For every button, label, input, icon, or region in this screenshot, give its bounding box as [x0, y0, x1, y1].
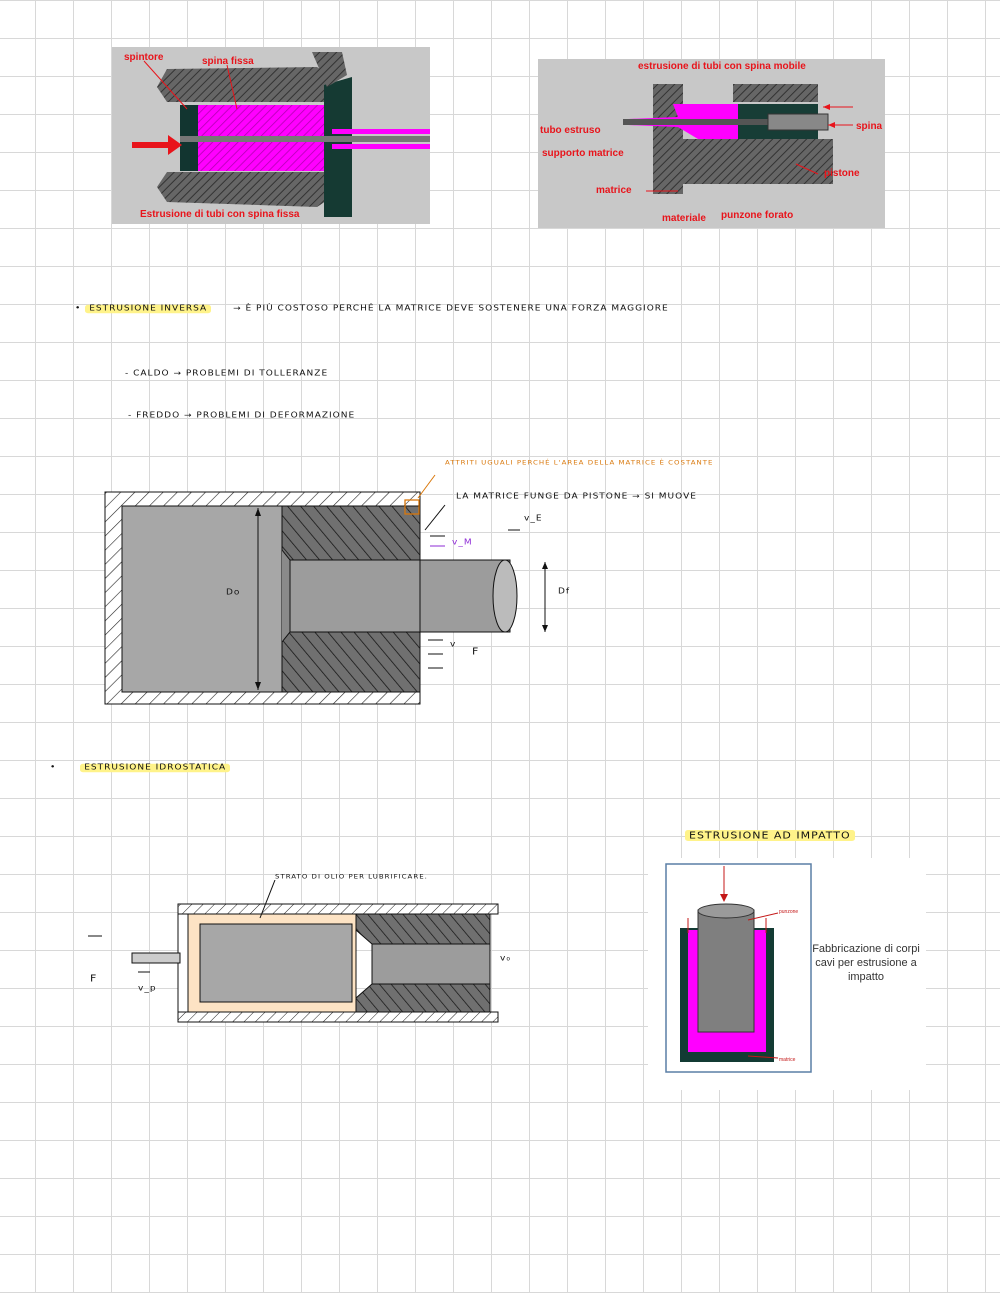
- idrostatica-title: ESTRUSIONE IDROSTATICA: [80, 763, 231, 773]
- label-f: F: [472, 645, 480, 658]
- label-ve: v_E: [524, 514, 543, 524]
- label-vp: v_p: [138, 984, 157, 994]
- label-pistone: pistone: [824, 168, 860, 179]
- note-idrostatica: • ESTRUSIONE IDROSTATICA: [50, 763, 231, 773]
- label-df: Df: [558, 587, 571, 597]
- figure-estrusione-impatto: punzone matrice Fabbricazione di corpi c…: [648, 858, 926, 1090]
- note-matrice-pistone: LA MATRICE FUNGE DA PISTONE → SI MUOVE: [456, 492, 697, 502]
- fig1-caption: Estrusione di tubi con spina fissa: [140, 209, 300, 220]
- label-do: Do: [226, 588, 241, 598]
- figure-estrusione-inversa: Do Df v_M v_E v F: [100, 470, 660, 710]
- note-olio: STRATO DI OLIO PER LUBRIFICARE.: [275, 873, 428, 881]
- label-vo: v₀: [500, 954, 511, 964]
- fig2-title: estrusione di tubi con spina mobile: [638, 61, 806, 72]
- inversa-title: ESTRUSIONE INVERSA: [85, 304, 212, 314]
- label-matrice-impatto: matrice: [779, 1057, 796, 1063]
- impatto-caption: Fabbricazione di corpi cavi per estrusio…: [812, 943, 920, 983]
- label-v: v: [450, 640, 457, 650]
- label-spintore: spintore: [124, 52, 164, 63]
- inversa-text: → È PIÙ COSTOSO PERCHÉ LA MATRICE DEVE S…: [233, 304, 669, 314]
- figure-spina-fissa: spintore spina fissa Estrusione di tubi …: [112, 47, 430, 224]
- note-freddo: - FREDDO → PROBLEMI DI DEFORMAZIONE: [128, 411, 356, 421]
- label-tubo-estruso: tubo estruso: [540, 125, 601, 136]
- label-materiale: materiale: [662, 213, 706, 224]
- impatto-title: ESTRUSIONE AD IMPATTO: [685, 829, 855, 842]
- note-impatto: ESTRUSIONE AD IMPATTO: [685, 829, 855, 842]
- figure-estrusione-idrostatica: F v_p v₀: [80, 879, 540, 1030]
- label-matrice: matrice: [596, 185, 632, 196]
- label-supporto-matrice: supporto matrice: [542, 148, 624, 159]
- label-vm: v_M: [452, 538, 473, 548]
- label-punzone-impatto: punzone: [779, 909, 798, 915]
- figure-spina-mobile: estrusione di tubi con spina mobile tubo…: [538, 59, 885, 228]
- note-caldo: - CALDO → PROBLEMI DI TOLLERANZE: [125, 369, 329, 379]
- label-punzone-forato: punzone forato: [721, 210, 793, 221]
- label-spina-fissa: spina fissa: [202, 56, 254, 67]
- label-f-idro: F: [90, 972, 98, 985]
- note-inversa: • ESTRUSIONE INVERSA → È PIÙ COSTOSO PER…: [75, 304, 669, 314]
- label-spina: spina: [856, 121, 883, 132]
- note-attriti: ATTRITI UGUALI PERCHÉ L'AREA DELLA MATRI…: [445, 459, 714, 467]
